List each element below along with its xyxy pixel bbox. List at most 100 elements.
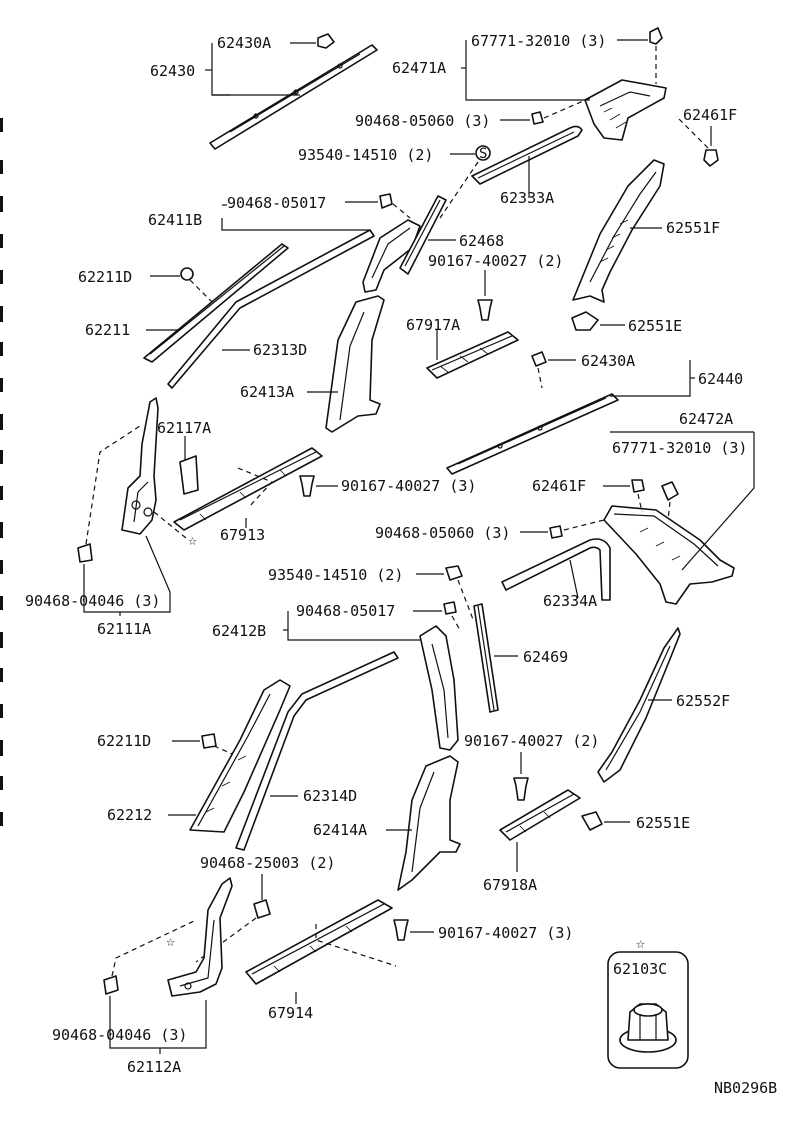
- label-90468-05017-mid: 90468-05017: [296, 602, 395, 620]
- star-marker-62112A: ☆: [166, 932, 175, 950]
- label-62211D-low: 62211D: [97, 732, 151, 750]
- part-62552F-quarter-trim: [597, 627, 681, 783]
- part-93540-screw-top: S: [475, 145, 491, 162]
- label-67771-top: 67771-32010 (3): [471, 32, 606, 50]
- label-62111A: 62111A: [97, 620, 151, 638]
- margin-ticks: [0, 118, 3, 826]
- part-62117A-bracket: [179, 455, 199, 495]
- label-93540-mid: 93540-14510 (2): [268, 566, 403, 584]
- part-62103C-box: 62103C: [607, 951, 689, 1069]
- part-62551E-clip-top: [571, 311, 599, 331]
- label-62103C: 62103C: [613, 960, 667, 978]
- part-67771-clip-mid: [661, 481, 679, 501]
- star-marker-62111A: ☆: [188, 531, 197, 549]
- label-62430A-mid: 62430A: [581, 352, 635, 370]
- part-90468-05017-clip-mid: [443, 601, 457, 615]
- part-62440-roof-rail: [446, 393, 619, 475]
- label-62412B: 62412B: [212, 622, 266, 640]
- part-90167-screw-top: [477, 299, 493, 321]
- part-90468-05017-clip-top: [379, 193, 393, 209]
- label-62468: 62468: [459, 232, 504, 250]
- label-62314D: 62314D: [303, 787, 357, 805]
- label-67771-mid: 67771-32010 (3): [612, 439, 747, 457]
- part-67771-clip-top: [649, 27, 663, 45]
- part-62111A-lower-trim: [121, 397, 159, 535]
- label-90167-mid: 90167-40027 (3): [341, 477, 476, 495]
- part-62413A-pillar: [325, 295, 385, 433]
- part-62472A-roof-side: [603, 505, 735, 605]
- part-62469-strip: [473, 603, 499, 713]
- label-62411B: 62411B: [148, 211, 202, 229]
- part-62430A-clip-mid: [531, 351, 547, 367]
- part-62333A-weatherstrip: [471, 125, 583, 185]
- label-62211D-top: 62211D: [78, 268, 132, 286]
- label-62551E-low: 62551E: [636, 814, 690, 832]
- part-62471A-garnish: [584, 79, 667, 141]
- part-62551F-quarter-trim: [572, 159, 665, 303]
- part-62314D-weatherstrip: [235, 651, 399, 851]
- part-62412B-pillar-garnish: [419, 625, 459, 751]
- label-90468-04046-low: 90468-04046 (3): [52, 1026, 187, 1044]
- label-62414A: 62414A: [313, 821, 367, 839]
- part-62468-strip: [399, 195, 447, 275]
- part-67918A-scuff-plate: [499, 789, 581, 841]
- label-67913: 67913: [220, 526, 265, 544]
- label-62430: 62430: [150, 62, 195, 80]
- part-62211-pillar-moulding: [143, 243, 289, 363]
- part-90468-05060-clip-top: [531, 111, 544, 125]
- part-90468-25003-clip: [253, 899, 271, 919]
- part-62313D-weatherstrip: [167, 229, 375, 389]
- label-62469: 62469: [523, 648, 568, 666]
- label-90167-top: 90167-40027 (2): [428, 252, 563, 270]
- label-62551F: 62551F: [666, 219, 720, 237]
- label-67918A: 67918A: [483, 876, 537, 894]
- part-62461F-clip-mid: [631, 479, 645, 493]
- label-67917A: 67917A: [406, 316, 460, 334]
- label-90468-25003: 90468-25003 (2): [200, 854, 335, 872]
- part-90167-screw-mid: [299, 475, 315, 497]
- part-90167-screw-low: [513, 777, 529, 801]
- part-62112A-lower-trim: [167, 877, 233, 997]
- label-62313D: 62313D: [253, 341, 307, 359]
- part-62211D-clip-top: [180, 267, 194, 281]
- part-90468-05060-clip-mid: [549, 525, 563, 539]
- part-62430A-clip-top: [317, 33, 335, 49]
- part-62461F-clip-top: [703, 149, 719, 167]
- label-90468-05017-top: 90468-05017: [227, 194, 326, 212]
- label-62461F-mid: 62461F: [532, 477, 586, 495]
- label-62413A: 62413A: [240, 383, 294, 401]
- label-62212: 62212: [107, 806, 152, 824]
- part-62551E-clip-low: [581, 811, 603, 831]
- part-67917A-scuff-plate: [426, 331, 519, 379]
- part-62212-pillar-garnish: [189, 679, 291, 833]
- part-90468-04046-clip-top: [77, 543, 93, 563]
- part-93540-clip-mid: [445, 565, 463, 581]
- label-90468-05060-mid: 90468-05060 (3): [375, 524, 510, 542]
- label-90468-04046-top: 90468-04046 (3): [25, 592, 160, 610]
- label-90167-low: 90167-40027 (2): [464, 732, 599, 750]
- label-62333A: 62333A: [500, 189, 554, 207]
- part-62334A-weatherstrip: [501, 538, 611, 601]
- part-67913-scuff-plate: [173, 447, 323, 531]
- label-90167-bottom: 90167-40027 (3): [438, 924, 573, 942]
- label-62440: 62440: [698, 370, 743, 388]
- part-67914-scuff-plate: [245, 899, 393, 985]
- part-90167-screw-bottom: [393, 919, 409, 941]
- label-62461F-top: 62461F: [683, 106, 737, 124]
- label-62471A: 62471A: [392, 59, 446, 77]
- label-62117A: 62117A: [157, 419, 211, 437]
- part-90468-04046-clip-low: [103, 975, 119, 995]
- label-62551E-top: 62551E: [628, 317, 682, 335]
- part-62430-strip: [209, 44, 378, 150]
- label-62211: 62211: [85, 321, 130, 339]
- label-62112A: 62112A: [127, 1058, 181, 1076]
- label-62552F: 62552F: [676, 692, 730, 710]
- label-90468-05060-top: 90468-05060 (3): [355, 112, 490, 130]
- part-62211D-clip-low: [201, 733, 217, 749]
- diagram-code: NB0296B: [714, 1079, 777, 1097]
- screw-symbol-s: S: [479, 146, 487, 162]
- label-62334A: 62334A: [543, 592, 597, 610]
- label-62430A-top: 62430A: [217, 34, 271, 52]
